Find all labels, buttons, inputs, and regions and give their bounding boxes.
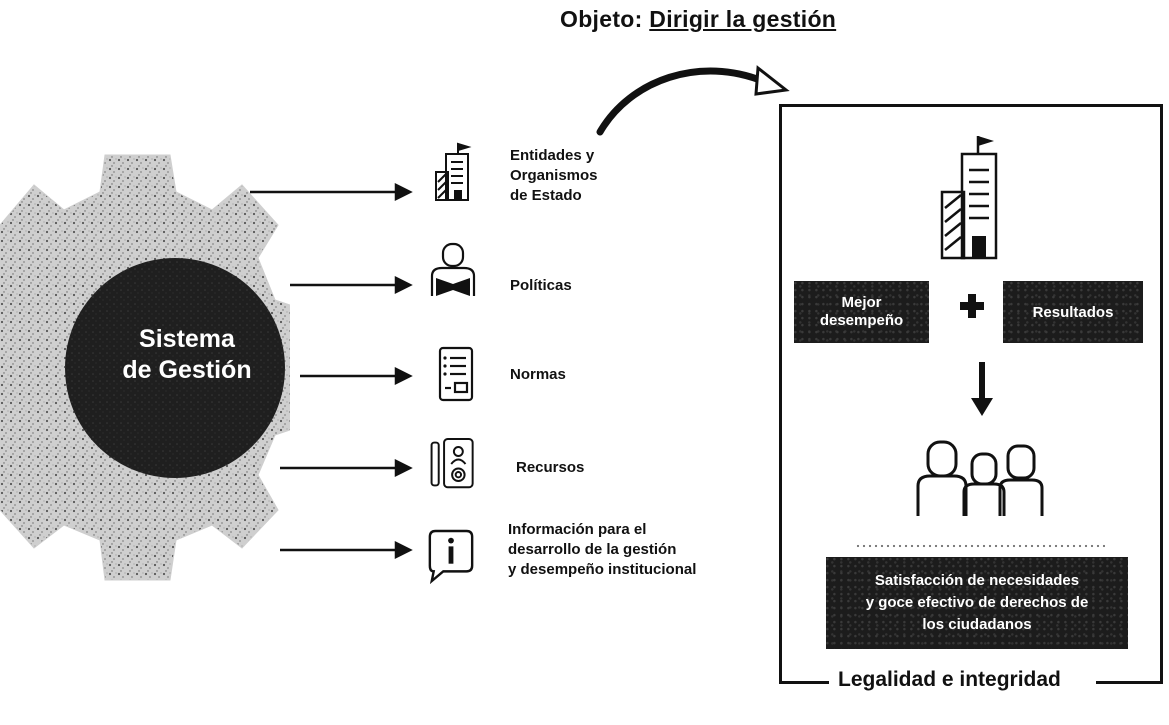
- plus-sign: [958, 292, 986, 320]
- gear-label: Sistema de Gestión: [112, 324, 262, 386]
- citizens-icon: [916, 440, 1044, 516]
- gear-label-line1: Sistema: [139, 325, 235, 353]
- item-label-recursos: Recursos: [516, 459, 585, 476]
- item-label-normas: Normas: [510, 366, 566, 383]
- down-arrow: [971, 362, 993, 416]
- gear-icon: [0, 154, 290, 581]
- item-arrows: [250, 182, 413, 560]
- info-icon: [428, 529, 474, 585]
- footer-label: Legalidad e integridad: [832, 668, 1067, 692]
- satisfaccion-box: Satisfacción de necesidades y goce efect…: [826, 557, 1128, 649]
- building-icon: [435, 142, 472, 201]
- building-icon: [940, 136, 998, 260]
- title-prefix: Objeto:: [560, 6, 650, 32]
- curved-arrow: [596, 65, 790, 136]
- resultados-box: Resultados: [1003, 281, 1143, 343]
- mejor-desempeno-box: Mejor desempeño: [794, 281, 929, 343]
- gear-label-line2: de Gestión: [122, 356, 252, 384]
- document-list-icon: [438, 346, 474, 402]
- person-reading-icon: [430, 242, 476, 296]
- resources-icon: [430, 438, 474, 489]
- title-emphasis: Dirigir la gestión: [649, 6, 837, 32]
- outcome-panel: [779, 104, 1163, 682]
- item-label-politicas: Políticas: [510, 277, 572, 294]
- panel-bottom-line-right: [1096, 681, 1163, 684]
- item-label-entidades: Entidades y Organismos de Estado: [510, 147, 598, 204]
- dotted-separator: [855, 543, 1105, 549]
- panel-bottom-line-left: [779, 681, 829, 684]
- diagram-title: Objeto: Dirigir la gestión: [560, 6, 880, 33]
- item-label-informacion: Información para el desarrollo de la ges…: [508, 521, 697, 578]
